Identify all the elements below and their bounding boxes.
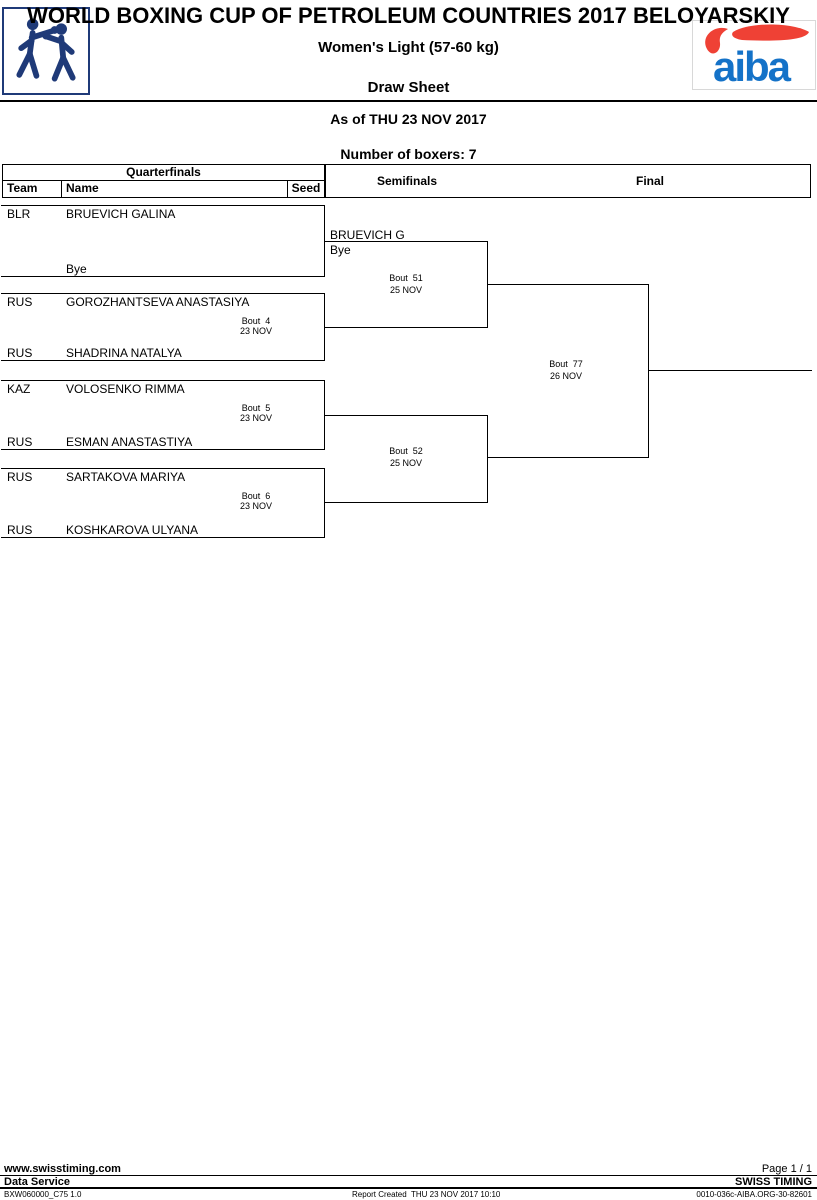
bracket-line [324,241,487,242]
header-divider [0,100,817,102]
bracket-line [324,327,487,328]
boxer-name: ESMAN ANASTASTIYA [66,435,193,449]
boxer-name: GOROZHANTSEVA ANASTASIYA [66,295,250,309]
svg-text:aiba: aiba [713,43,792,89]
team-column-header: Team [3,181,62,197]
boxer-team: KAZ [7,382,31,396]
footer-divider [0,1187,817,1189]
bye-slot: Bye [66,262,87,276]
report-created: Report Created THU 23 NOV 2017 10:10 [352,1190,501,1199]
boxer-name: SHADRINA NATALYA [66,346,182,360]
boxer-name: BRUEVICH GALINA [66,207,176,221]
bracket-line [648,284,649,458]
bracket-line [1,537,324,538]
boxer-name: VOLOSENKO RIMMA [66,382,185,396]
as-of-date: As of THU 23 NOV 2017 [330,111,487,127]
number-of-boxers: Number of boxers: 7 [340,146,477,162]
boxer-name: SARTAKOVA MARIYA [66,470,186,484]
bracket-line [1,449,324,450]
boxer-team: BLR [7,207,31,221]
advancing-bye-note: Bye [330,243,351,257]
boxer-name: KOSHKAROVA ULYANA [66,523,199,537]
bracket-line [487,457,648,458]
boxers-icon [16,18,76,82]
bracket-line [487,284,648,285]
final-label: Final [635,174,664,188]
quarterfinals-label: Quarterfinals [3,165,324,181]
bracket-line [324,468,325,538]
boxer-team: RUS [7,346,33,360]
data-service-label: Data Service [4,1176,71,1188]
bracket-line [324,502,487,503]
bracket-line [487,415,488,503]
bracket-line [1,205,324,206]
champion-line [648,370,812,371]
bracket-line [1,360,324,361]
footer-divider [0,1175,817,1176]
page-number: Page 1 / 1 [761,1163,812,1175]
name-column-header: Name [62,181,288,197]
boxer-team: RUS [7,470,33,484]
page-title: WORLD BOXING CUP OF PETROLEUM COUNTRIES … [27,3,790,28]
rounds-header: Semifinals Final [325,164,811,198]
boxer-team: RUS [7,295,33,309]
quarterfinals-header: Quarterfinals Team Name Seed [2,164,325,198]
aiba-logo: aiba [692,20,816,90]
report-code: 0010-036c-AIBA.ORG-30-82601 [696,1190,812,1199]
bracket-line [1,293,324,294]
semifinals-label: Semifinals [376,174,438,188]
event-category: Women's Light (57-60 kg) [318,39,499,56]
swisstiming-website: www.swisstiming.com [4,1163,121,1175]
advancing-boxer-name: BRUEVICH G [330,228,405,242]
bracket-line [1,380,324,381]
boxer-team: RUS [7,435,33,449]
bracket-line [1,468,324,469]
seed-column-header: Seed [291,181,321,195]
boxing-federation-logo [2,7,90,95]
document-code: BXW060000_C75 1.0 [4,1190,82,1199]
boxer-team: RUS [7,523,33,537]
aiba-logo-graphic: aiba [705,24,809,89]
document-type: Draw Sheet [367,79,450,96]
bracket-line [324,415,487,416]
bracket-line [1,276,324,277]
swiss-timing-brand: SWISS TIMING [735,1176,812,1188]
